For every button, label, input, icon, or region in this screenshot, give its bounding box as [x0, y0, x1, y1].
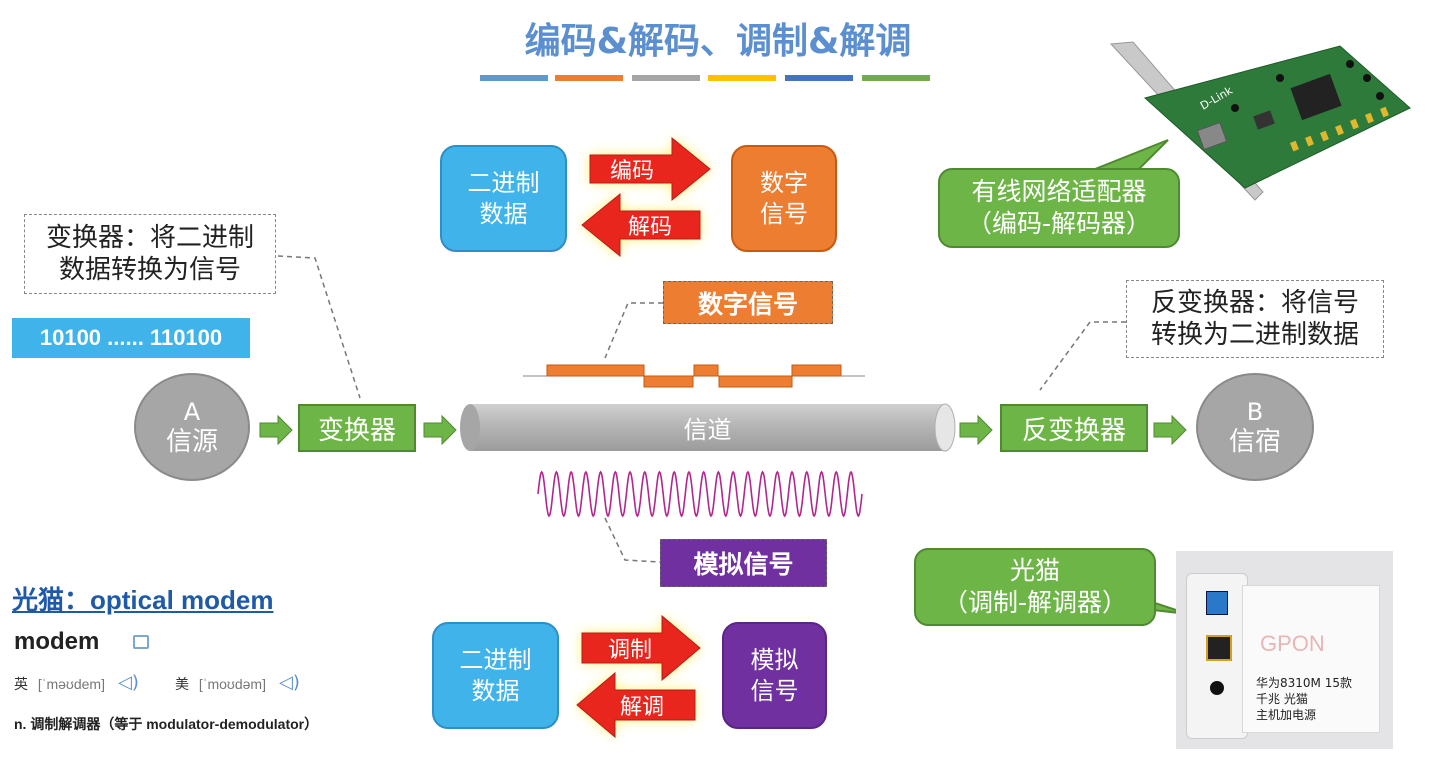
modem-callout: 光猫（调制-解调器） — [914, 548, 1156, 626]
demodulate-label: 解调 — [619, 695, 664, 720]
nic-callout: 有线网络适配器（编码-解码器） — [938, 168, 1180, 248]
decode-arrow — [581, 192, 701, 258]
uk-pronunciation: 英 [ˈməʊdem] — [14, 676, 105, 692]
optical-modem-image: GPON 华为8310M 15款 千兆 光猫 主机加电源 — [1176, 551, 1393, 749]
encode-arrow — [589, 136, 711, 202]
analog-signal-label: 模拟信号 — [660, 539, 827, 587]
power-port-icon — [1210, 681, 1224, 695]
fiber-port-icon — [1206, 591, 1228, 615]
modem-brand-text: GPON — [1260, 631, 1325, 656]
encode-label: 编码 — [609, 159, 654, 184]
converter-note: 变换器：将二进制数据转换为信号 — [24, 214, 276, 294]
digital-signal-label: 数字信号 — [663, 281, 833, 324]
analog-signal-box: 模拟信号 — [722, 622, 827, 729]
digital-waveform — [546, 364, 842, 388]
binary-data-box-top: 二进制数据 — [440, 145, 567, 252]
color-bar-orange — [555, 75, 623, 81]
modulate-arrow — [581, 614, 701, 682]
binary-data-box-bottom: 二进制数据 — [432, 622, 559, 729]
modulate-label: 调制 — [607, 638, 652, 663]
dictionary-definition: n. 调制解调器（等于 modulator-demodulator） — [14, 716, 319, 732]
uk-speaker-icon[interactable]: ◁) — [118, 672, 139, 693]
digital-signal-box: 数字信号 — [731, 145, 837, 252]
color-bar-darkblue — [785, 75, 853, 81]
demodulate-arrow — [576, 671, 696, 739]
modem-front — [1242, 585, 1380, 733]
dictionary-heading[interactable]: 光猫：optical modem — [12, 585, 274, 615]
decode-label: 解码 — [627, 215, 672, 240]
network-card-image: D-Link — [1109, 41, 1411, 201]
dictionary-word: modem — [14, 628, 100, 655]
add-to-wordbook-icon[interactable] — [133, 635, 149, 649]
us-pronunciation: 美 [ˈmoʊdəm] — [175, 676, 266, 692]
color-bar-blue — [480, 75, 548, 81]
color-bar-green — [862, 75, 930, 81]
us-speaker-icon[interactable]: ◁) — [279, 672, 300, 693]
inverse-converter-note: 反变换器：将信号转换为二进制数据 — [1126, 280, 1384, 358]
inverse-converter-box: 反变换器 — [1000, 404, 1148, 452]
converter-box: 变换器 — [298, 404, 416, 452]
modem-caption: 华为8310M 15款 千兆 光猫 主机加电源 — [1256, 676, 1352, 722]
analog-waveform — [537, 470, 863, 518]
channel-label: 信道 — [683, 416, 732, 444]
color-bar-gray — [632, 75, 700, 81]
color-bar-yellow — [708, 75, 776, 81]
binary-data-strip: 10100 ...... 110100 — [12, 318, 250, 358]
page-title: 编码&解码、调制&解调 — [524, 21, 912, 62]
ethernet-port-icon — [1206, 635, 1232, 661]
channel-pipe — [460, 403, 956, 452]
